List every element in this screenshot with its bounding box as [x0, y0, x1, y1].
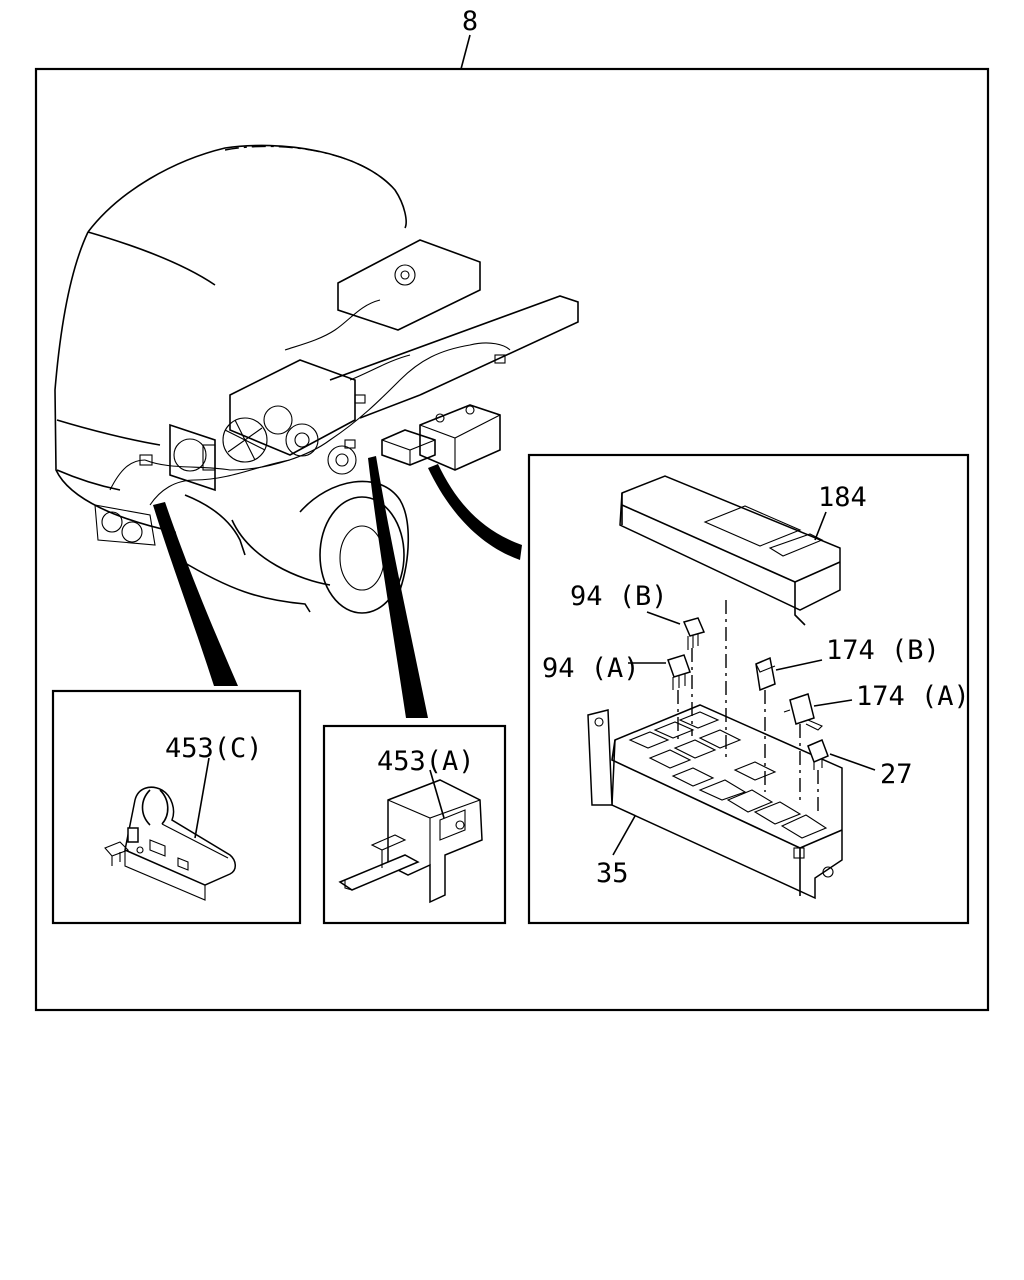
leader-453c	[194, 757, 210, 839]
cover-184	[619, 475, 841, 626]
fuse-94b	[682, 617, 706, 650]
label-453a: 453(A)	[377, 746, 475, 777]
leader-27	[829, 753, 876, 771]
label-35: 35	[596, 858, 629, 889]
leader-174b	[775, 659, 823, 671]
label-94a: 94 (A)	[542, 653, 640, 684]
label-8: 8	[462, 6, 478, 37]
label-174a: 174 (A)	[856, 681, 970, 712]
detail-box-453a	[322, 724, 507, 925]
callout-pointer-fusebox	[428, 464, 522, 560]
label-184: 184	[818, 482, 867, 513]
bracket-453c	[104, 786, 236, 901]
leader-94b	[646, 611, 681, 625]
leader-35	[612, 815, 636, 856]
detail-box-fusebox	[527, 453, 970, 925]
leader-174a	[813, 699, 853, 707]
relay-174a	[783, 693, 823, 731]
relay-174b	[755, 656, 776, 692]
bracket-453a	[338, 779, 483, 904]
callout-pointer-453a	[368, 456, 428, 718]
outer-frame	[34, 67, 990, 1012]
label-453c: 453(C)	[165, 733, 263, 764]
truck-illustration	[54, 144, 579, 614]
relay-box-35	[587, 704, 843, 900]
detail-box-453c	[51, 689, 302, 925]
leader-8	[460, 34, 471, 70]
label-27: 27	[880, 759, 913, 790]
leader-453a	[429, 769, 445, 819]
fuse-94a	[667, 654, 691, 690]
relay-27	[807, 739, 829, 770]
leader-184	[814, 511, 827, 541]
label-94b: 94 (B)	[570, 581, 668, 612]
callout-pointer-453c	[153, 502, 238, 686]
label-174b: 174 (B)	[826, 635, 940, 666]
